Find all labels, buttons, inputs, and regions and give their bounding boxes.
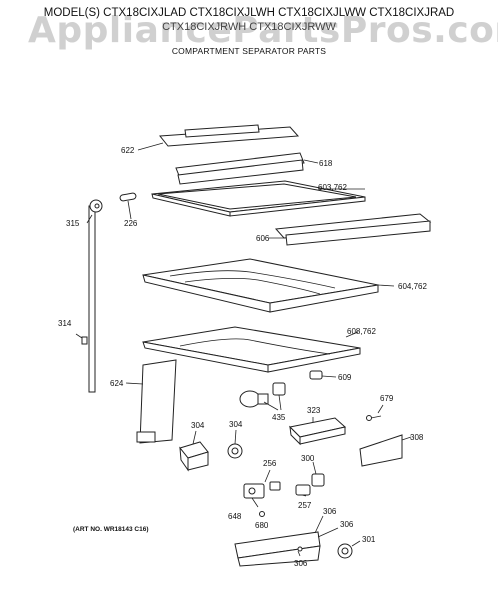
part-226-tube — [119, 192, 137, 220]
callout-306-right: 306 — [340, 520, 354, 529]
callout-304-knob: 304 — [229, 420, 243, 429]
callout-606: 606 — [256, 234, 270, 243]
callout-304-block: 304 — [191, 421, 205, 430]
callout-435: 435 — [272, 413, 286, 422]
part-609-clip — [309, 370, 337, 380]
part-603-shelf — [151, 180, 366, 217]
callout-679: 679 — [380, 394, 394, 403]
callout-301: 301 — [362, 535, 376, 544]
part-301-nut — [337, 540, 361, 559]
callout-257: 257 — [298, 501, 312, 510]
part-323-housing — [288, 417, 347, 446]
part-308-bracket — [359, 434, 412, 467]
part-606-rail — [269, 213, 432, 246]
callout-603: 603,762 — [318, 183, 347, 192]
part-300-257-connector — [295, 461, 325, 497]
part-435-bulb — [239, 382, 286, 411]
art-number: (ART NO. WR18143 C16) — [73, 526, 149, 533]
part-604-pan — [142, 258, 395, 313]
part-622-cover — [137, 124, 300, 151]
part-315-314-rod — [75, 199, 103, 393]
callout-604: 604,762 — [398, 282, 427, 291]
part-304-knob — [227, 429, 243, 459]
callout-608: 608,762 — [347, 327, 376, 336]
callout-323: 323 — [307, 406, 321, 415]
callout-622: 622 — [121, 146, 135, 155]
model-list-line-1: MODEL(S) CTX18CIXJLAD CTX18CIXJLWH CTX18… — [43, 7, 455, 19]
diagram-subtitle: COMPARTMENT SEPARATOR PARTS — [171, 46, 327, 56]
part-624-duct — [125, 359, 177, 444]
part-618-bracket — [175, 152, 319, 185]
part-306-bottom-bracket — [234, 515, 339, 567]
part-608-pan — [142, 326, 361, 373]
callout-labels: 622 618 603,762 315 226 606 604,762 314 … — [58, 146, 427, 568]
callout-256: 256 — [263, 459, 277, 468]
model-list-line-2: CTX18CIXJRWH CTX18CIXJRWW — [162, 21, 336, 33]
callout-648: 648 — [228, 512, 242, 521]
part-304-block — [179, 430, 209, 472]
part-679-screw — [366, 404, 384, 421]
callout-306-bottom: 306 — [294, 559, 308, 568]
callout-300: 300 — [301, 454, 315, 463]
callout-315: 315 — [66, 219, 80, 228]
callout-624: 624 — [110, 379, 124, 388]
callout-226: 226 — [124, 219, 138, 228]
callout-314: 314 — [58, 319, 72, 328]
callout-609: 609 — [338, 373, 352, 382]
callout-680: 680 — [255, 521, 269, 530]
callout-308: 308 — [410, 433, 424, 442]
callout-306-top: 306 — [323, 507, 337, 516]
callout-618: 618 — [319, 159, 333, 168]
part-256-648-switch — [243, 469, 281, 517]
